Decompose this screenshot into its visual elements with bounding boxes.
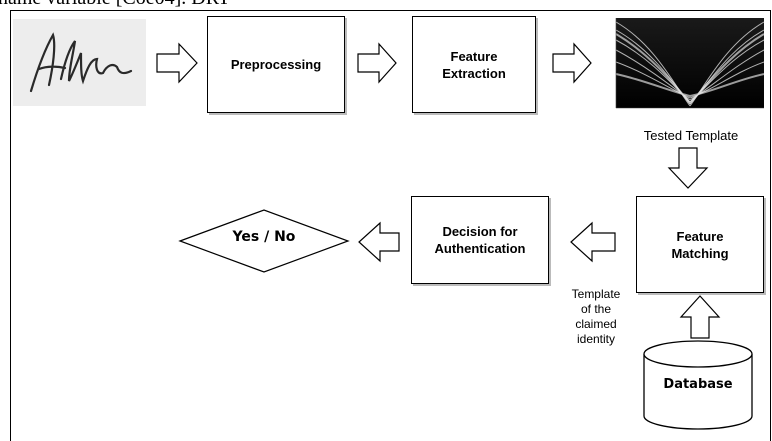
yes-no-diamond bbox=[178, 209, 350, 273]
header-text-fragment: name variable [Coe04]. DRT bbox=[0, 0, 230, 10]
arrow-left-icon bbox=[570, 221, 616, 263]
arrow-up-icon bbox=[679, 295, 721, 339]
claimed-template-line2: of the bbox=[580, 302, 612, 316]
arrow-right-icon bbox=[552, 42, 592, 84]
preprocessing-block: Preprocessing bbox=[207, 16, 345, 113]
arrow-left-icon bbox=[358, 221, 400, 263]
arrow-right-icon bbox=[156, 42, 198, 84]
feature-matching-block: Feature Matching bbox=[636, 196, 764, 293]
figure-frame bbox=[10, 10, 771, 441]
database-label: Database bbox=[663, 377, 733, 392]
claimed-template-line3: claimed bbox=[575, 317, 617, 331]
claimed-template-line4: identity bbox=[576, 332, 616, 346]
decision-label-line1: Decision for bbox=[442, 224, 518, 239]
feature-matching-label-line1: Feature bbox=[676, 228, 724, 244]
claimed-template-label: Template of the claimed identity bbox=[557, 287, 635, 347]
feature-matching-label-line2: Matching bbox=[671, 245, 729, 261]
signature-image bbox=[13, 19, 146, 106]
decision-block: Decision for Authentication bbox=[411, 196, 549, 284]
claimed-template-line1: Template bbox=[571, 287, 621, 301]
radon-transform-plot bbox=[594, 14, 767, 120]
feature-extraction-label-line1: Feature bbox=[450, 48, 498, 64]
decision-label-line2: Authentication bbox=[434, 241, 526, 256]
feature-extraction-label-line2: Extraction bbox=[442, 65, 506, 81]
arrow-down-icon bbox=[667, 147, 709, 189]
feature-extraction-block: Feature Extraction bbox=[412, 16, 536, 113]
preprocessing-label: Preprocessing bbox=[230, 57, 322, 72]
arrow-right-icon bbox=[357, 42, 397, 84]
database-icon bbox=[643, 340, 753, 430]
yes-no-label: Yes / No bbox=[232, 229, 296, 245]
tested-template-label: Tested Template bbox=[643, 128, 739, 143]
